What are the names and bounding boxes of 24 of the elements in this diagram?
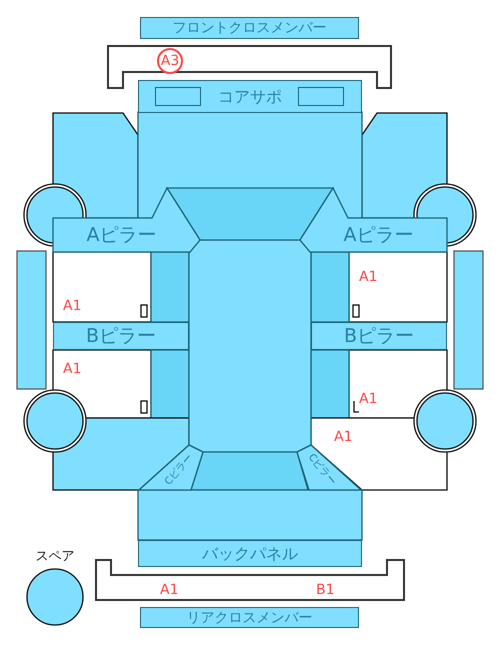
part-name: Aピラー: [344, 226, 414, 244]
damage-code: A1: [359, 392, 378, 406]
damage-code: A1: [63, 299, 82, 313]
pillar-shape: [300, 188, 447, 252]
part-name: フロントクロスメンバー: [172, 21, 326, 35]
part-box: [53, 322, 189, 350]
part-name: コアサポ: [218, 88, 282, 104]
part-name: バックパネル: [202, 546, 298, 562]
damage-code: A1: [359, 270, 378, 284]
part-name: Cピラー: [163, 452, 195, 488]
part-box: [140, 17, 359, 39]
part-name: リアクロスメンバー: [186, 610, 312, 624]
part-box: [138, 540, 362, 567]
part-box: [138, 80, 362, 113]
damage-code: A1: [334, 430, 352, 444]
pillar-shape: [53, 188, 200, 252]
part-name: Aピラー: [86, 226, 156, 244]
part-box: [311, 322, 447, 350]
part-box: [140, 607, 359, 628]
part-name: Cピラー: [305, 452, 337, 488]
part-name: Bピラー: [86, 326, 156, 346]
spare-label: スペア: [35, 550, 75, 563]
part-name: Bピラー: [344, 326, 414, 346]
damage-code: A1: [63, 362, 82, 376]
